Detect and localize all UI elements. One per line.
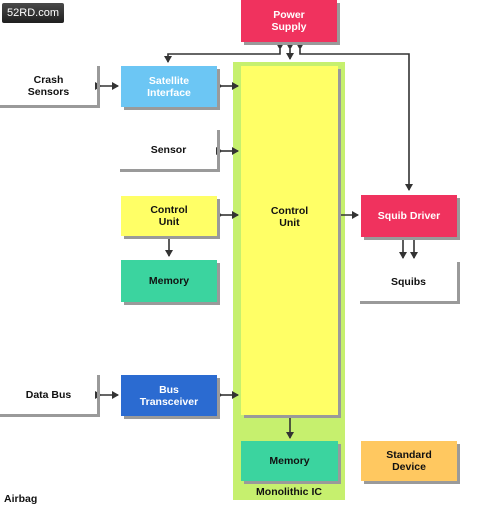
line-power-squib xyxy=(296,43,413,191)
watermark-logo: 52RD.com xyxy=(2,3,64,23)
sensor-label: Sensor xyxy=(120,130,220,172)
standard-device-block: Standard Device xyxy=(361,441,457,481)
satellite-interface-block: Satellite Interface xyxy=(121,66,217,107)
power-supply-block: Power Supply xyxy=(241,0,337,42)
control-unit-main-block: Control Unit xyxy=(241,66,338,415)
bus-transceiver-block: Bus Transceiver xyxy=(121,375,217,416)
control-unit-left-block: Control Unit xyxy=(121,196,217,236)
diagram-caption: Airbag xyxy=(4,493,38,505)
memory-left-block: Memory xyxy=(121,260,217,302)
squib-driver-block: Squib Driver xyxy=(361,195,457,237)
squibs-label: Squibs xyxy=(360,262,460,304)
data-bus-label: Data Bus xyxy=(0,375,100,417)
monolithic-ic-label: Monolithic IC xyxy=(256,486,322,498)
memory-bottom-block: Memory xyxy=(241,441,338,481)
crash-sensors-label: Crash Sensors xyxy=(0,66,100,108)
line-power-satellite xyxy=(164,43,284,63)
